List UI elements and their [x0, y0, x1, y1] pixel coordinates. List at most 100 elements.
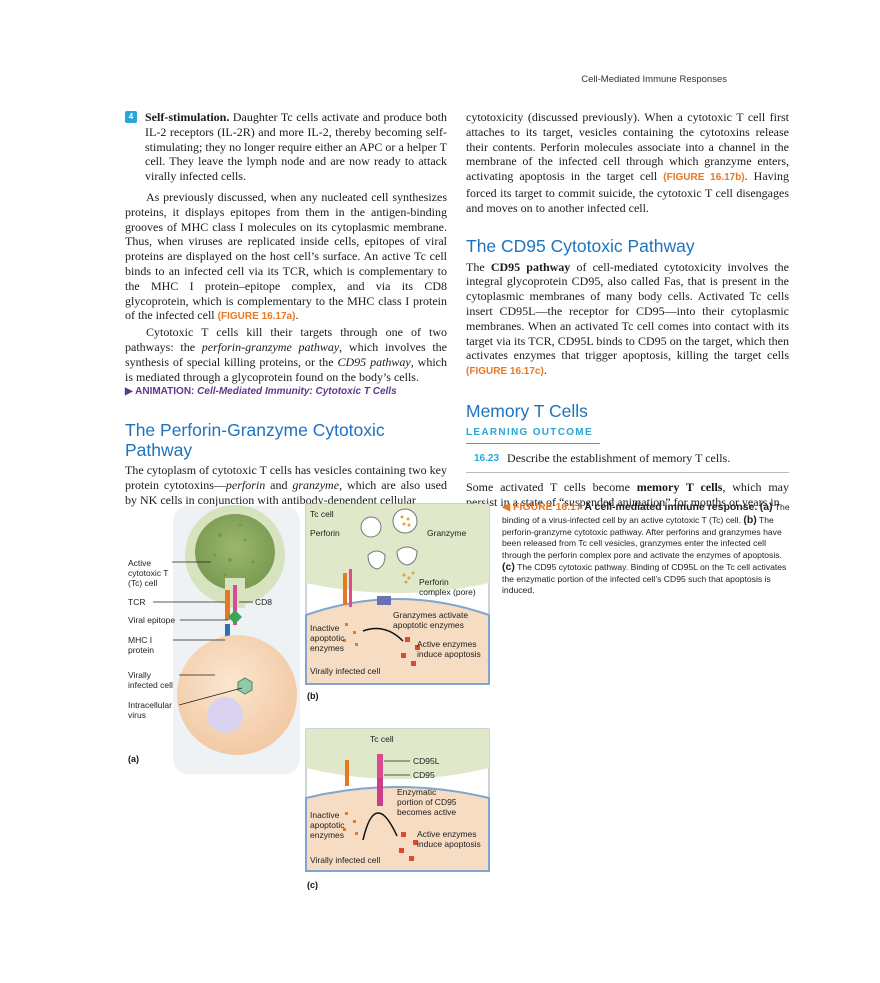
cd95-activation-arrow: [362, 812, 398, 841]
text: Cytotoxic T cells kill their targets thr…: [125, 325, 447, 354]
caption-text-b: The perforin-granzyme cytotoxic pathway.…: [502, 515, 782, 560]
learning-outcome-rule: [466, 442, 600, 444]
viral-epitope-icon: [228, 610, 242, 624]
term-cd95-pathway: CD95 pathway: [490, 259, 571, 274]
label-active-2: induce apoptosis: [417, 839, 481, 849]
label-active-tc-2: cytotoxic T: [128, 568, 168, 578]
paragraph-end: .: [295, 308, 299, 323]
learning-outcome-text: Describe the establishment of memory T c…: [507, 450, 731, 465]
term-granzyme: granzyme: [292, 477, 340, 492]
cd95-icon: [377, 778, 383, 806]
text: , which involves the synthesis of specia…: [125, 339, 448, 369]
figure-link-16-17b[interactable]: (FIGURE 16.17b): [663, 172, 745, 184]
label-inactive-1: Inactive: [310, 810, 340, 820]
activation-arrow: [362, 627, 404, 642]
label-inactive-2: apoptotic: [310, 633, 345, 643]
text: Some activated T cells become: [466, 479, 637, 494]
granzyme-release-icon: [396, 546, 418, 566]
animation-link[interactable]: ▶ ANIMATION: Cell‐Mediated Immunity: Cyt…: [125, 385, 447, 400]
label-active-1: Active enzymes: [417, 829, 477, 839]
text: , which is mediated through a glycoprote…: [125, 354, 448, 384]
infected-cell-nucleus: [207, 697, 243, 733]
text: . Having forced its target to commit sui…: [466, 169, 789, 215]
text: and: [265, 477, 293, 492]
panel-b-tcr-icon: [343, 573, 347, 605]
label-inactive-2: apoptotic: [310, 820, 345, 830]
perforin-vesicle-icon: [360, 516, 382, 538]
label-infected-cell: Virally infected cell: [310, 855, 380, 865]
label-inactive-3: enzymes: [310, 830, 344, 840]
figure-link-16-17a[interactable]: (FIGURE 16.17a): [217, 311, 296, 323]
paragraph-memory: Some activated T cells become memory T c…: [466, 480, 789, 510]
step-number-badge: 4: [125, 111, 137, 123]
figure-caption: ◀ FIGURE 16.17 A cell-mediated immune re…: [502, 501, 790, 596]
label-cd8: CD8: [255, 597, 272, 607]
text: .: [543, 363, 547, 378]
caption-text-a: The binding of a virus-infected cell by …: [502, 502, 790, 525]
play-arrow-icon: ▶: [125, 386, 133, 398]
panel-b-infected-region: [305, 598, 490, 685]
infected-cell-body: [177, 635, 297, 755]
mhc-icon: [225, 624, 230, 646]
panel-c-infected-region: [305, 786, 490, 872]
step-4: 4 Self-stimulation. Daughter Tc cells ac…: [125, 110, 447, 184]
caption-title: A cell-mediated immune response.: [581, 501, 758, 513]
label-active-tc-1: Active: [128, 558, 151, 568]
label-inactive-3: enzymes: [310, 643, 344, 653]
label-perforin: Perforin: [310, 528, 340, 538]
text: The: [466, 259, 491, 274]
heading-memory-t-cells: Memory T Cells: [466, 400, 588, 421]
text: of cell-mediated cytotoxicity involves t…: [466, 259, 789, 363]
label-active-tc-3: (Tc) cell: [128, 578, 157, 588]
label-tc-cell: Tc cell: [310, 509, 334, 519]
label-infected-1: Virally: [128, 670, 152, 680]
label-enzymatic-2: portion of CD95: [397, 797, 457, 807]
caption-tag-b: (b): [743, 514, 757, 526]
label-active-1: Active enzymes: [417, 639, 477, 649]
paragraph-cytoplasm: The cytoplasm of cytotoxic T cells has v…: [125, 463, 447, 507]
animation-title: Cell‐Mediated Immunity: Cytotoxic T Cell…: [197, 386, 397, 398]
panel-c-tc-region: [306, 729, 489, 779]
cd8-icon: [233, 585, 237, 625]
panel-b-cd8-icon: [349, 569, 352, 607]
label-virus-2: virus: [128, 710, 146, 720]
perforin-pore-icon: [377, 596, 391, 605]
panel-a-tag: (a): [128, 754, 139, 764]
paragraph-text: As previously discussed, when any nuclea…: [125, 189, 447, 323]
label-enzymatic-1: Enzymatic: [397, 787, 437, 797]
panel-b-tag: (b): [307, 691, 319, 701]
caption-tag-a: (a): [759, 501, 773, 513]
label-pore-2: complex (pore): [419, 587, 476, 597]
label-mhc-1: MHC I: [128, 635, 152, 645]
figure-link-16-17c[interactable]: (FIGURE 16.17c): [466, 366, 544, 378]
text: , which are also used by NK cells in con…: [125, 477, 447, 507]
text: , which may persist in a state of “suspe…: [466, 479, 789, 509]
term-perforin-granzyme: perforin-granzyme pathway: [201, 339, 340, 354]
label-activate-1: Granzymes activate: [393, 610, 468, 620]
animation-label: ANIMATION:: [135, 386, 195, 398]
label-activate-2: apoptotic enzymes: [393, 620, 464, 630]
term-perforin: perforin: [225, 477, 266, 492]
learning-outcome-item: 16.23 Describe the establishment of memo…: [466, 444, 789, 473]
paragraph-cytotoxicity: cytotoxicity (discussed previously). Whe…: [466, 110, 789, 216]
label-pore-1: Perforin: [419, 577, 449, 587]
label-enzymatic-3: becomes active: [397, 807, 456, 817]
label-infected-cell: Virally infected cell: [310, 666, 380, 676]
label-tc-cell: Tc cell: [370, 734, 394, 744]
term-cd95: CD95 pathway: [337, 354, 411, 369]
learning-outcome-header: LEARNING OUTCOME: [466, 426, 593, 438]
heading-perforin-granzyme: The Perforin-Granzyme Cytotoxic Pathway: [125, 420, 385, 461]
label-infected-2: infected cell: [128, 680, 173, 690]
tc-nucleus: [195, 514, 275, 590]
